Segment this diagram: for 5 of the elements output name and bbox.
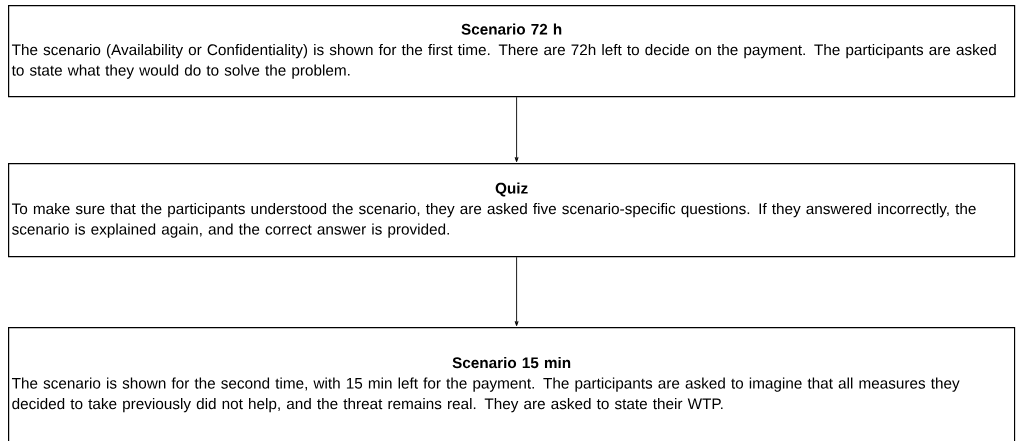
process-box: Quiz To make sure that the participants understood the scenario, they are asked five scenario-specific questions. If they answered incorrectly, the scenario is explained again, and the correct answer is provided. [8,163,1016,258]
process-box: Scenario 72 h The scenario (Availability or Confidentiality) is shown for the first time. There are 72h left to decide on the payment. The participants are asked to state what they would do to solve the problem. [8,5,1016,98]
process-box: Scenario 15 min The scenario is shown for the second time, with 15 min left for the payment. The participants are asked to imagine that all measures they decided to take previously did not help, and the threat remains real. They are asked to state their WTP. [8,327,1016,441]
arrow [514,256,519,327]
arrow [514,96,519,163]
